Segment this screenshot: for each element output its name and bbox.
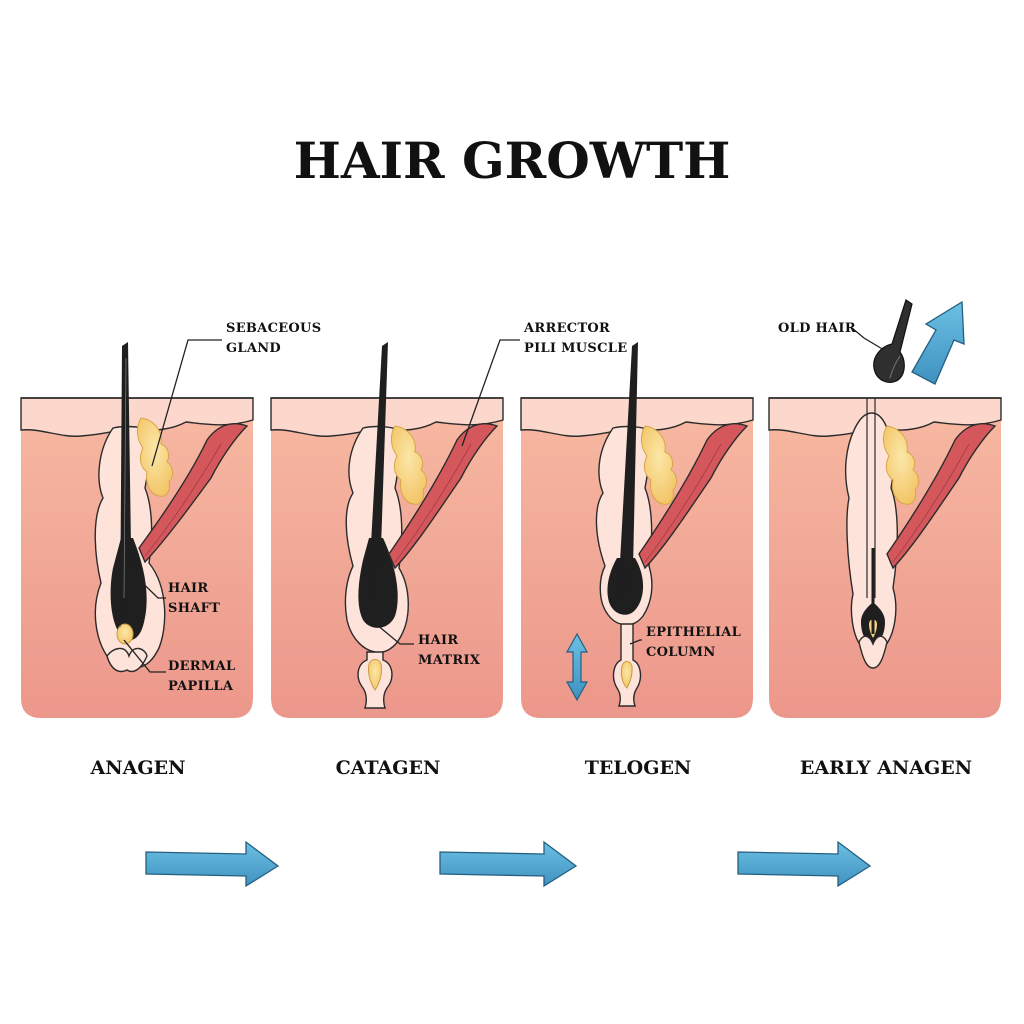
hair-shaft xyxy=(618,342,638,598)
label-old-hair: OLD HAIR xyxy=(778,321,856,336)
old-hair xyxy=(873,299,913,383)
stage-label-catagen: CATAGEN xyxy=(336,757,441,779)
panel-telogen xyxy=(520,342,754,719)
dermal-papilla xyxy=(116,623,134,645)
label-hair-shaft: HAIR SHAFT xyxy=(168,581,220,616)
label-epithelial-column: EPITHELIAL COLUMN xyxy=(646,625,746,660)
label-sebaceous-gland: SEBACEOUS GLAND xyxy=(226,321,326,356)
stage-label-anagen: ANAGEN xyxy=(90,757,186,779)
label-dermal-papilla: DERMAL PAPILLA xyxy=(168,659,240,694)
hair-bulb xyxy=(110,538,147,641)
panel-early-anagen xyxy=(768,397,1002,719)
panel-catagen xyxy=(270,342,504,719)
label-hair-matrix: HAIR MATRIX xyxy=(418,633,481,668)
progression-arrow-3 xyxy=(737,840,872,888)
progression-arrow-2 xyxy=(439,840,578,888)
hair-shaft xyxy=(368,342,388,598)
arrector-pili-muscle xyxy=(138,422,249,564)
stage-label-telogen: TELOGEN xyxy=(585,757,692,779)
diagonal-arrow xyxy=(911,300,965,385)
panel-anagen xyxy=(20,342,254,719)
page-title: HAIR GROWTH xyxy=(294,131,731,190)
stage-label-early-anagen: EARLY ANAGEN xyxy=(800,757,972,779)
hair-shaft xyxy=(120,342,131,628)
progression-arrow-1 xyxy=(145,840,280,888)
vertical-double-arrow xyxy=(565,632,589,702)
label-arrector-pili: ARRECTOR PILI MUSCLE xyxy=(523,321,627,356)
